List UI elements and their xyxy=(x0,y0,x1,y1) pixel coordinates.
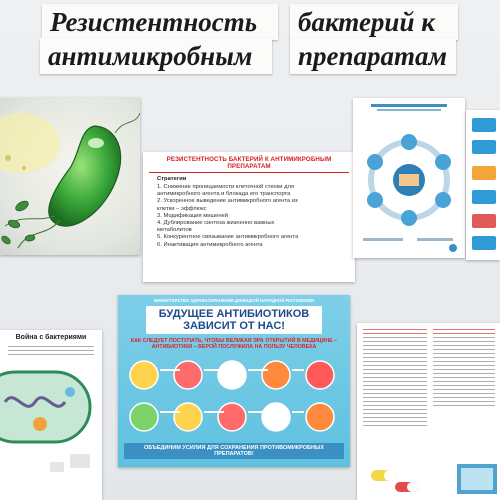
title-card-2: бактерий к xyxy=(290,4,458,40)
poster-icon-grid xyxy=(129,360,335,432)
strategy-item: 3. Модификация мишеней xyxy=(157,212,229,219)
infographic-cycle-icon xyxy=(363,104,457,252)
strategies-list: 1. Снижение проницаемости клеточной стен… xyxy=(157,184,349,249)
war-poster-text xyxy=(8,346,94,358)
strategies-heading: РЕЗИСТЕНТНОСТЬ БАКТЕРИЙ К АНТИМИКРОБНЫМ … xyxy=(166,156,332,170)
title-line2-right: препаратам xyxy=(298,41,448,71)
strategy-item: 1. Снижение проницаемости клеточной стен… xyxy=(157,184,295,198)
poster-slogan: ОБЪЕДИНИМ УСИЛИЯ ДЛЯ СОХРАНЕНИЯ ПРОТИВОМ… xyxy=(124,443,344,459)
poster-title-line1: БУДУЩЕЕ АНТИБИОТИКОВ xyxy=(158,308,310,320)
document-column-left xyxy=(363,329,427,429)
strategies-subheading: Стратегии xyxy=(157,176,187,182)
strategy-item: 2. Ускоренное выведение антимикробного а… xyxy=(157,198,298,212)
title-line1-left: Резистентность xyxy=(50,7,258,37)
strategy-item: 6. Инактивация антимикробного агента xyxy=(157,241,263,248)
title-card-3: антимикробным xyxy=(40,38,272,74)
war-poster: Война с бактериями xyxy=(0,330,102,500)
infographic-icons xyxy=(472,118,496,250)
strategy-item: 4. Дублирование синтеза жизненно важных … xyxy=(157,220,275,234)
title-line2-left: антимикробным xyxy=(48,41,253,71)
title-line1-right: бактерий к xyxy=(298,7,435,37)
side-infographic xyxy=(466,110,500,260)
pills-icon xyxy=(371,464,497,494)
strategy-item: 5. Конкурентное связывание антимикробног… xyxy=(157,234,299,241)
strategies-divider xyxy=(149,172,349,173)
text-document xyxy=(357,323,500,500)
strategies-card: РЕЗИСТЕНТНОСТЬ БАКТЕРИЙ К АНТИМИКРОБНЫМ … xyxy=(143,152,355,282)
poster-ministry: МИНИСТЕРСТВО ЗДРАВООХРАНЕНИЯ ДОНЕЦКОЙ НА… xyxy=(153,298,315,303)
antibiotics-poster: МИНИСТЕРСТВО ЗДРАВООХРАНЕНИЯ ДОНЕЦКОЙ НА… xyxy=(118,295,350,467)
document-column-right xyxy=(433,329,495,409)
poster-title: БУДУЩЕЕ АНТИБИОТИКОВ ЗАВИСИТ ОТ НАС! xyxy=(146,306,322,334)
bacterium-icon xyxy=(0,112,140,249)
bacterium-cell-icon xyxy=(0,370,92,472)
title-card-1: Резистентность xyxy=(42,4,278,40)
poster-title-line2: ЗАВИСИТ ОТ НАС! xyxy=(183,320,285,332)
poster-question: КАК СЛЕДУЕТ ПОСТУПАТЬ, ЧТОБЫ ВЕЛИКАЯ ЭРА… xyxy=(130,338,338,350)
war-poster-title: Война с бактериями xyxy=(15,334,87,341)
who-infographic xyxy=(353,98,465,258)
title-card-4: препаратам xyxy=(290,38,456,74)
bacterium-illustration xyxy=(0,98,140,255)
